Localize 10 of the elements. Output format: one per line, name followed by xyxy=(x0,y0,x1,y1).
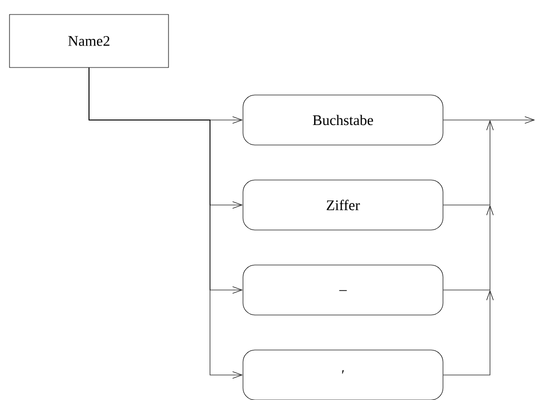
arrow xyxy=(443,120,494,206)
syntax-box: ′ xyxy=(242,350,444,400)
arrow xyxy=(443,116,535,124)
syntax-box: Ziffer xyxy=(242,180,444,230)
arrow xyxy=(443,204,494,290)
arrow xyxy=(88,68,243,379)
arrow xyxy=(443,290,494,376)
syntax-box: Buchstabe xyxy=(242,94,444,146)
rule-name-box: Name2 xyxy=(9,14,169,68)
syntax-box: _ xyxy=(242,264,444,316)
